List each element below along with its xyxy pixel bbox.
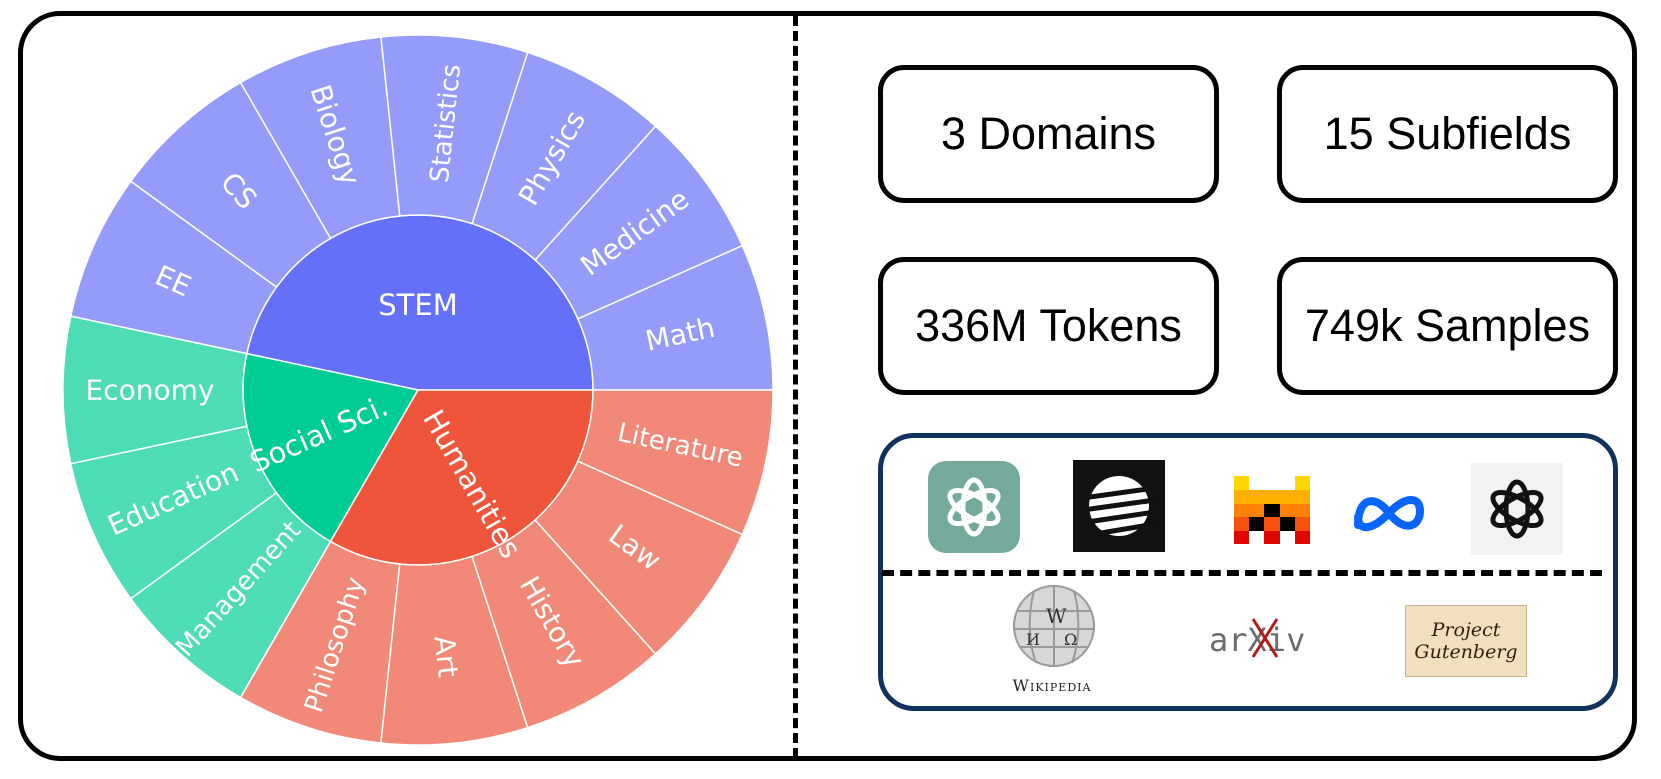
sunburst-inner-ring [242,214,594,566]
sources-panel [878,433,1618,711]
meta-icon [1354,496,1425,531]
domains-stat-text: 3 Domains [940,108,1157,159]
cohere-icon [1073,460,1165,552]
sunburst-outer-ring [62,34,774,746]
openai-icon [1471,463,1563,555]
subfields-stat-box: 15 Subfields [1277,65,1618,203]
arxiv-icon: arXiv [1209,618,1305,659]
gutenberg-logo: Project Gutenberg [1405,605,1527,677]
gutenberg-line1: Project [1431,619,1501,641]
domains-stat-box: 3 Domains [878,65,1219,203]
svg-text:И: И [1026,630,1040,649]
sunburst-outer-management [129,491,332,699]
chatgpt-icon [928,461,1020,553]
wikipedia-icon: W Ω И [1013,585,1095,667]
arxiv-logo: arXiv [1207,613,1317,663]
panel-divider [793,16,798,758]
svg-text:Ω: Ω [1064,630,1077,649]
svg-text:W: W [1046,604,1067,628]
wikipedia-logo: W Ω И Wikipedia [1002,583,1102,695]
samples-stat-box: 749k Samples [1277,257,1618,395]
subfields-stat-text: 15 Subfields [1323,108,1572,159]
sources-divider [882,570,1602,576]
wikipedia-label: Wikipedia [1012,676,1092,695]
mistral-icon [1234,476,1310,544]
sunburst-label-stem: STEM [378,288,457,322]
figure-frame [18,11,1637,761]
sunburst-outer-literature [576,389,774,536]
samples-stat-text: 749k Samples [1304,300,1591,351]
tokens-stat-text: 336M Tokens [915,300,1182,351]
domain-sunburst-chart: MathMedicinePhysicsStatisticsBiologyCSEE… [62,34,774,746]
sunburst-label-art: Art [427,634,464,679]
tokens-stat-box: 336M Tokens [878,257,1219,395]
gutenberg-line2: Gutenberg [1414,641,1518,663]
sunburst-label-economy: Economy [86,374,215,407]
